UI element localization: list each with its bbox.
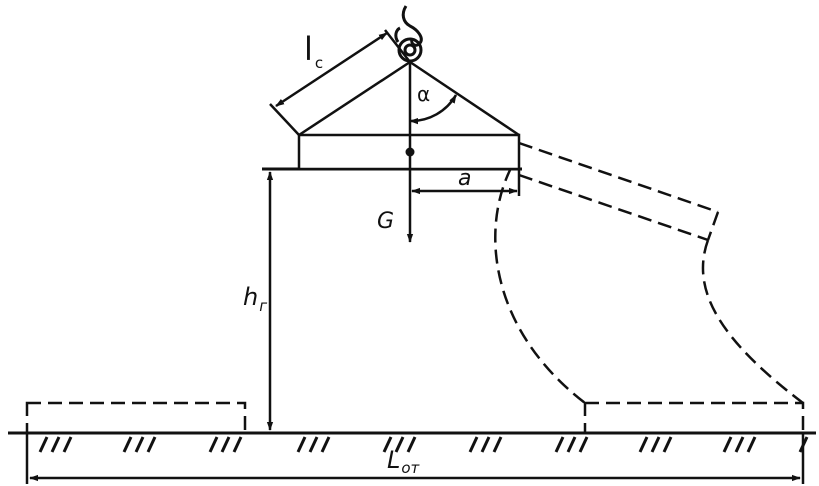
- sling-left: [298, 60, 411, 137]
- height-label: hг: [243, 283, 267, 315]
- angle-arc: [409, 94, 458, 125]
- hook-icon: [394, 5, 423, 63]
- fallen-load-right: [583, 401, 805, 435]
- ground-hatching: [38, 436, 809, 453]
- sling-length-dimension: [269, 29, 411, 136]
- fall-length-label: Lот: [387, 446, 421, 477]
- fall-length-dimension: [25, 433, 805, 484]
- weight-label: G: [377, 209, 394, 234]
- offset-label: a: [458, 166, 471, 191]
- angle-label: α: [417, 82, 430, 106]
- center-of-gravity: [405, 147, 415, 157]
- fallen-load-left: [25, 401, 247, 435]
- swing-trajectory: [494, 141, 804, 404]
- sling-right: [409, 60, 520, 137]
